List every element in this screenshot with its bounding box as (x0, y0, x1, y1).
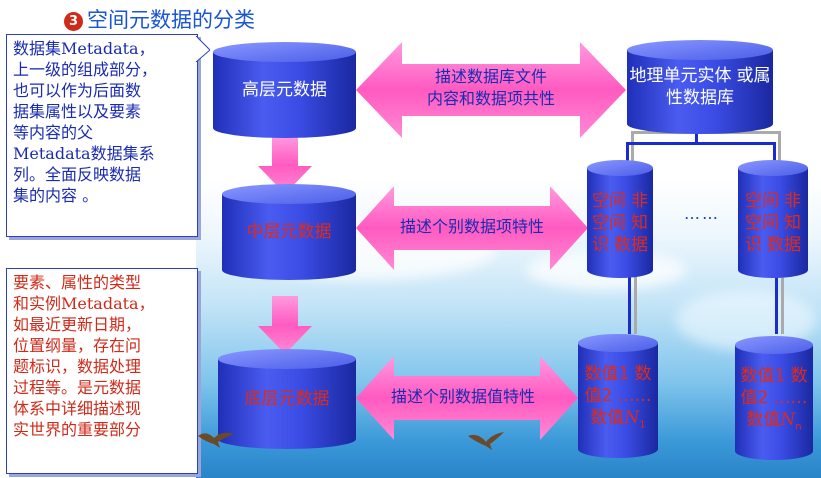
value-left-base: 数值 (590, 408, 625, 429)
cylinder-shape (222, 184, 356, 280)
cylinder-values-right: 数值1 数值2 …… 数值Nn (735, 336, 813, 460)
bird-icon (468, 432, 504, 450)
cylinder-item-right: 空间 非空间 知识 数据 (738, 160, 808, 278)
note-upper-line: 数据集Metadata， (13, 39, 155, 58)
note-lower-line: 实世界的重要部分 (13, 420, 142, 439)
bird-icon (198, 432, 234, 448)
down-arrow-mid-low (258, 296, 312, 354)
value-right-sub: n (795, 421, 802, 433)
double-arrow-low (356, 356, 578, 440)
cylinder-shape (218, 349, 356, 449)
note-upper-line: 也可以作为后面数 (13, 81, 142, 100)
item-left-line: 知识 (591, 213, 649, 255)
down-arrow-high-mid (258, 136, 312, 194)
value-left-line: 数值2 (584, 364, 652, 407)
cylinder-mid-metadata: 中层元数据 (222, 184, 356, 280)
cylinder-shape (735, 336, 813, 460)
arrow-high-label: 描述数据库文件 内容和数据项共性 (400, 66, 582, 110)
value-right-line: 数值1 (740, 366, 786, 387)
note-upper-line: 上一级的组成部分， (13, 60, 158, 79)
value-right-var: N (780, 410, 796, 431)
note-upper-line: 列。全面反映数据 (13, 165, 142, 184)
cylinder-shape (587, 160, 653, 278)
item-left-line: 数据 (614, 235, 649, 255)
cylinder-high-label: 高层元数据 (242, 80, 327, 100)
value-left-var: N (624, 408, 640, 429)
note-upper: 数据集Metadata， 上一级的组成部分， 也可以作为后面数 据集属性以及要素… (6, 34, 198, 237)
value-left-line: 数值1 (584, 364, 630, 385)
item-left-line: 非空间 (591, 191, 649, 233)
note-lower-line: 题标识，数据处理 (13, 357, 142, 376)
item-right-line: 知识 (744, 213, 802, 255)
geo-database-line: 地理单元实体 (629, 66, 732, 86)
cylinder-shape (627, 40, 773, 134)
item-right-line: 空间 (744, 191, 779, 211)
cylinder-values-left: 数值1 数值2 …… 数值N1 (578, 334, 658, 458)
item-right-line: 非空间 (744, 191, 802, 233)
item-right-line: 数据 (767, 235, 802, 255)
value-left-line: 数值N1 (590, 408, 646, 431)
note-lower-line: 和实例Metadata， (13, 294, 155, 313)
title-text: 空间元数据的分类 (87, 8, 255, 32)
geo-database-line: 或属性数据库 (666, 66, 771, 108)
cylinder-shape (578, 334, 658, 458)
note-lower-line: 体系中详细描述现 (13, 399, 142, 418)
value-left-line: …… (617, 386, 652, 407)
note-lower-line: 要素、属性的类型 (13, 273, 142, 292)
cylinder-mid-label: 中层元数据 (246, 222, 332, 242)
cylinder-high-metadata: 高层元数据 (213, 42, 356, 138)
cylinder-geo-database: 地理单元实体 或属性数据库 (627, 40, 773, 134)
title-marker: 3 (64, 12, 83, 31)
ellipsis-mid: …… (684, 204, 720, 223)
value-right-base: 数值 (746, 410, 781, 431)
value-left-sub: 1 (639, 419, 646, 431)
note-upper-line: 据集属性以及要素 (13, 102, 142, 121)
double-arrow-high (356, 42, 626, 138)
item-left-line: 空间 (591, 191, 626, 211)
cylinder-low-label: 底层元数据 (244, 389, 330, 409)
note-lower-line: 如最近更新日期， (13, 315, 142, 334)
cylinder-item-left: 空间 非空间 知识 数据 (587, 160, 653, 278)
arrow-high-label-line: 描述数据库文件 (434, 67, 547, 86)
note-upper-line: 等内容的父 (13, 123, 94, 142)
cylinder-shape (213, 42, 356, 138)
note-lower-line: 位置纲量，存在问 (13, 336, 142, 355)
note-upper-line: Metadata数据集系 (13, 144, 155, 163)
note-upper-pointer (196, 36, 210, 62)
double-arrow-mid (356, 186, 588, 270)
value-right-line: …… (773, 388, 808, 409)
cylinder-shape (738, 160, 808, 278)
note-lower-line: 过程等。是元数据 (13, 378, 142, 397)
value-right-line: 数值2 (740, 366, 808, 409)
arrow-high-label-line: 内容和数据项共性 (426, 89, 555, 108)
arrow-low-label: 描述个别数据值特性 (390, 387, 535, 406)
note-upper-line: 集的内容 。 (13, 186, 99, 205)
arrow-mid-label: 描述个别数据项特性 (399, 217, 544, 236)
cylinder-low-metadata: 底层元数据 (218, 349, 356, 449)
value-right-line: 数值Nn (746, 410, 802, 433)
note-lower: 要素、属性的类型 和实例Metadata， 如最近更新日期， 位置纲量，存在问 … (6, 268, 198, 474)
